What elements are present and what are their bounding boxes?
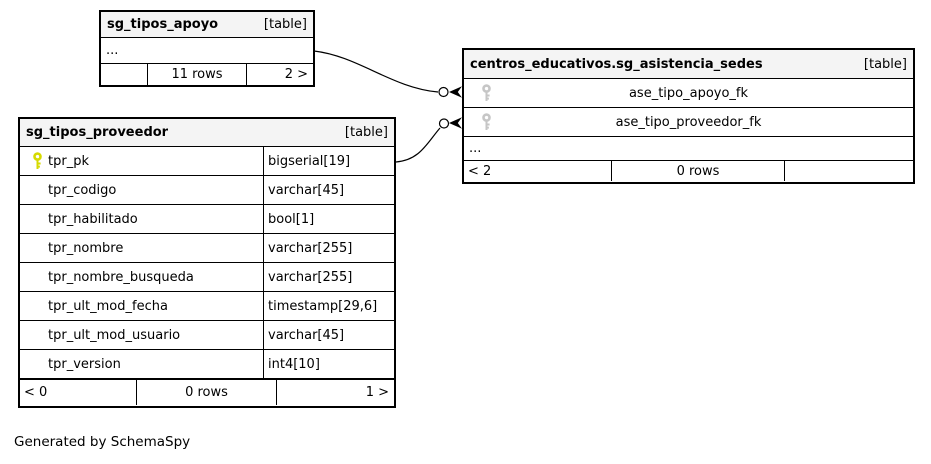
column-type: varchar[255] [263,263,394,291]
table-footer: < 0 0 rows 1 > [20,379,394,405]
arrowhead-icon [449,117,462,129]
column-type: varchar[45] [263,176,394,204]
column-row: tpr_ult_mod_usuario varchar[45] [20,321,394,350]
column-type: int4[10] [263,350,394,378]
footer-children-count: < 0 [20,380,137,405]
column-type: bigserial[19] [263,147,394,175]
column-name: tpr_ult_mod_fecha [48,298,168,314]
column-name: tpr_nombre_busqueda [48,269,194,285]
table-header: sg_tipos_proveedor [table] [20,119,394,147]
zero-circle [438,86,449,98]
column-row: tpr_version int4[10] [20,350,394,379]
table-title: sg_tipos_apoyo [107,17,219,32]
column-row: tpr_codigo varchar[45] [20,176,394,205]
column-row: tpr_nombre varchar[255] [20,234,394,263]
ellipsis-label: ... [106,43,119,58]
table-header: sg_tipos_apoyo [table] [101,12,313,38]
connector-proveedor-to-sedes [395,117,462,163]
footer-children-count: < 2 [464,161,612,181]
table-type-badge: [table] [863,56,907,72]
table-type-badge: [table] [344,125,388,140]
column-name: tpr_pk [48,153,89,169]
arrowhead-icon [449,86,462,98]
column-type: bool[1] [263,205,394,233]
footer-children-count [101,64,148,85]
column-row: ase_tipo_apoyo_fk [464,79,913,108]
column-row: tpr_pk bigserial[19] [20,147,394,176]
collapsed-columns-row: ... [464,137,913,161]
collapsed-columns-row: ... [101,38,313,64]
column-name: tpr_version [48,356,121,372]
table-type-badge: [table] [263,17,307,32]
key-icon [475,108,497,136]
generated-by-label: Generated by SchemaSpy [14,434,191,450]
column-name: tpr_habilitado [48,211,138,227]
column-name: tpr_nombre [48,240,124,256]
column-type: varchar[255] [263,234,394,262]
footer-parents-count: 1 > [365,385,389,400]
table-sg-tipos-proveedor[interactable]: sg_tipos_proveedor [table] tpr_pk bigser… [18,117,396,408]
column-name: ase_tipo_proveedor_fk [615,114,762,130]
column-type: timestamp[29,6] [263,292,394,320]
column-name: tpr_ult_mod_usuario [48,327,181,343]
column-row: tpr_habilitado bool[1] [20,205,394,234]
column-type: varchar[45] [263,321,394,349]
ellipsis-label: ... [469,141,482,156]
footer-parents-count: 2 > [284,67,308,82]
column-row: ase_tipo_proveedor_fk [464,108,913,137]
primary-key-icon [26,152,48,170]
connector-apoyo-to-sedes [313,50,462,98]
table-footer: < 2 0 rows [464,161,913,181]
table-header: centros_educativos.sg_asistencia_sedes [… [464,50,913,79]
table-title: sg_tipos_proveedor [26,125,169,140]
table-title: centros_educativos.sg_asistencia_sedes [470,56,763,72]
footer-row-count: 0 rows [612,161,785,181]
column-row: tpr_ult_mod_fecha timestamp[29,6] [20,292,394,321]
footer-row-count: 11 rows [148,64,247,85]
key-icon [475,79,497,107]
column-row: tpr_nombre_busqueda varchar[255] [20,263,394,292]
zero-circle [438,118,450,129]
table-footer: 11 rows 2 > [101,64,313,85]
table-sg-tipos-apoyo[interactable]: sg_tipos_apoyo [table] ... 11 rows 2 > [99,10,315,87]
table-sg-asistencia-sedes[interactable]: centros_educativos.sg_asistencia_sedes [… [462,48,915,184]
column-name: tpr_codigo [48,182,117,198]
footer-parents-count [785,161,913,181]
footer-row-count: 0 rows [137,380,277,405]
column-name: ase_tipo_apoyo_fk [628,85,749,101]
